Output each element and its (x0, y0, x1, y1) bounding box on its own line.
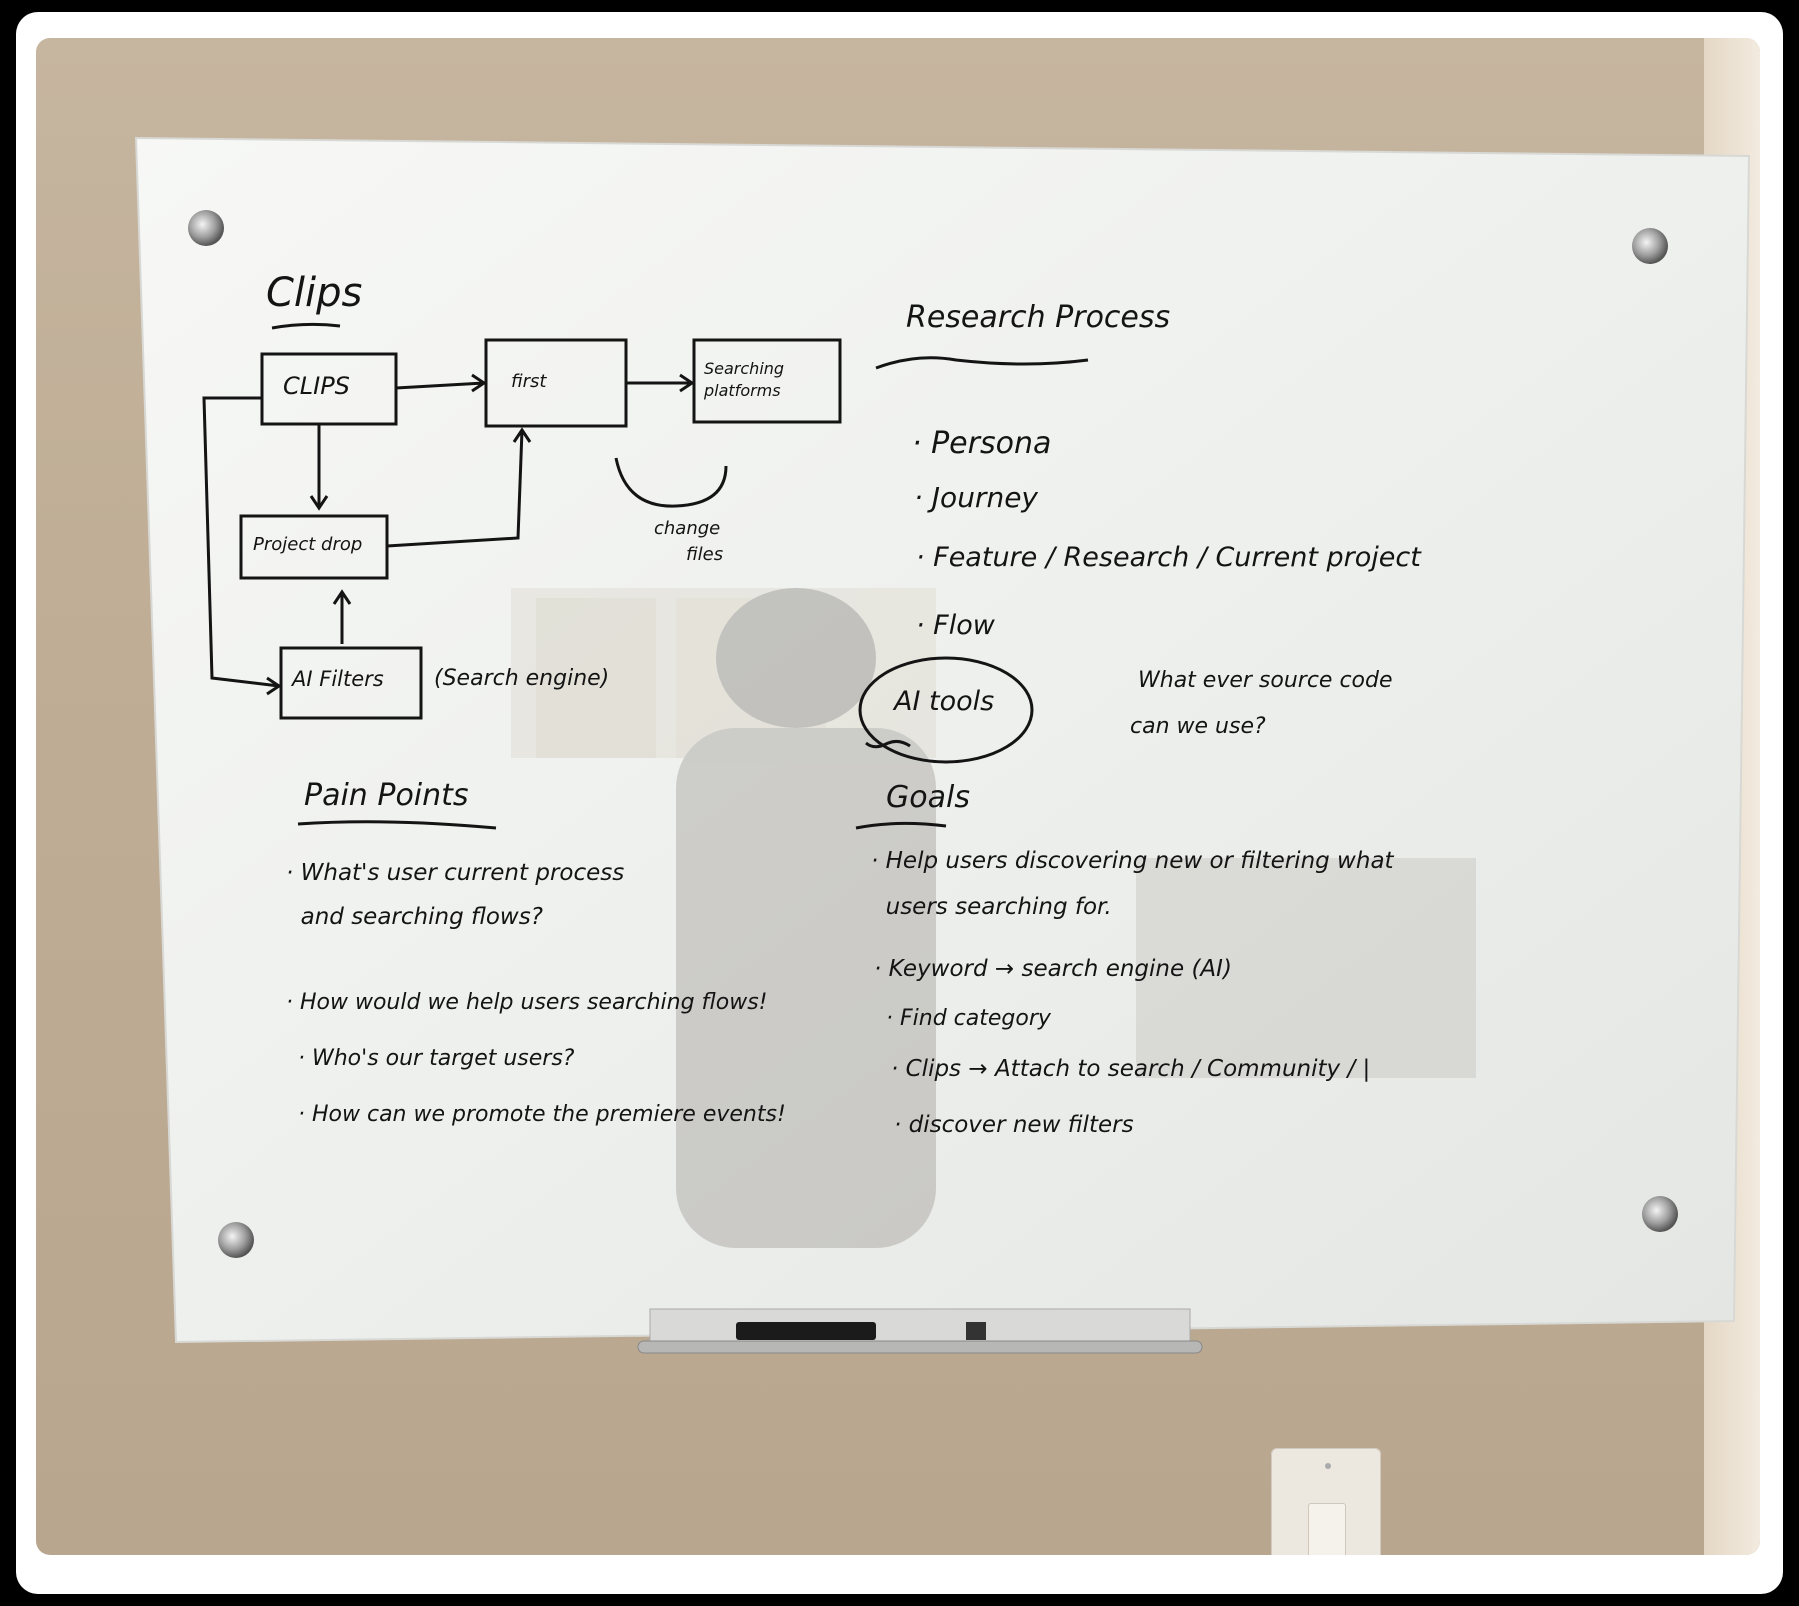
glass-board (134, 136, 1751, 1344)
box-first-label: first (511, 371, 547, 392)
box-project-shape (239, 514, 389, 580)
goal-4: · Clips → Attach to search / Community /… (891, 1056, 1371, 1082)
box-ai-label: AI Filters (292, 667, 384, 691)
whiteboard (134, 136, 1751, 1354)
pain-points-heading: Pain Points (304, 778, 469, 813)
ai-tools-note-1: What ever source code (1138, 668, 1393, 693)
mount-screw-tr (1632, 228, 1668, 264)
research-heading: Research Process (906, 300, 1171, 335)
goal-1b: users searching for. (871, 894, 1112, 920)
pain-point-4: · How can we promote the premiere events… (298, 1102, 786, 1127)
eraser (736, 1322, 876, 1340)
box-searching-label: Searching platforms (704, 359, 785, 400)
ai-tools-note-2: can we use? (1130, 714, 1266, 739)
mount-screw-bl (218, 1222, 254, 1258)
ai-filters-note: (Search engine) (434, 666, 610, 691)
research-item-1: · Persona (912, 426, 1052, 461)
box-ai-shape (279, 646, 423, 720)
pain-point-2: · How would we help users searching flow… (286, 990, 768, 1015)
goal-3: · Find category (886, 1006, 1051, 1031)
goal-1: · Help users discovering new or filterin… (871, 848, 1394, 874)
mount-screw-br (1642, 1196, 1678, 1232)
goal-5: · discover new filters (894, 1112, 1134, 1138)
pain-point-1b: and searching flows? (286, 904, 543, 930)
goal-2: · Keyword → search engine (AI) (874, 956, 1232, 982)
pain-point-3: · Who's our target users? (298, 1046, 575, 1071)
pain-point-1: · What's user current process (286, 860, 625, 886)
box-clips-label: CLIPS (283, 372, 350, 400)
research-item-4: · Flow (916, 610, 995, 641)
research-item-2: · Journey (914, 481, 1038, 514)
flowchart-heading: Clips (266, 270, 363, 316)
reflections (511, 588, 1476, 1248)
box-project-label: Project drop (253, 534, 363, 555)
box-clips-shape (260, 352, 398, 426)
switch-screw (1325, 1463, 1331, 1469)
flowchart (202, 322, 1089, 830)
loop-note-1: change (654, 518, 721, 539)
research-item-3: · Feature / Research / Current project (916, 542, 1421, 573)
loop-note-2: files (686, 544, 724, 565)
ai-tools-label: AI tools (894, 686, 995, 717)
whiteboard-photo: Clips CLIPS first Searching platforms Pr… (36, 38, 1760, 1555)
mount-screw-tl (188, 210, 224, 246)
goals-heading: Goals (886, 780, 970, 815)
box-searching-shape (692, 338, 842, 424)
light-switch (1308, 1503, 1346, 1555)
